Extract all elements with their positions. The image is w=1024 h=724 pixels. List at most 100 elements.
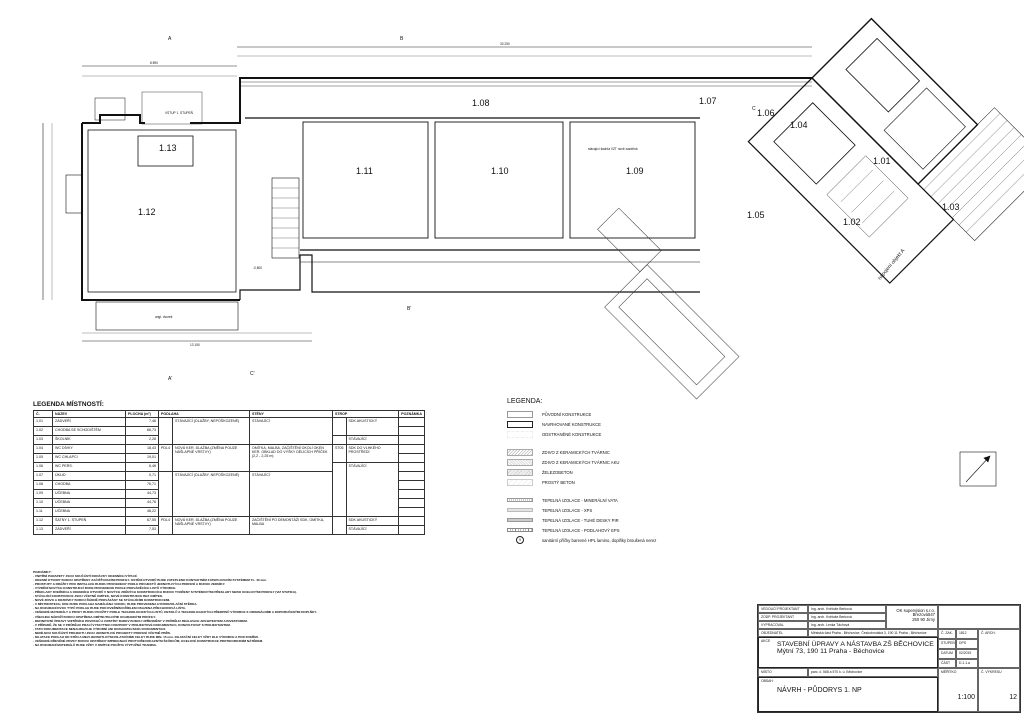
ceiling-spec: SDK AKUSTICKÝ [345, 417, 400, 436]
legend-item: TEPELNÁ IZOLACE - MINERÁLNÍ VATA [507, 495, 752, 505]
table-row: 1.13 ZÁDVEŘÍ 7,53 STÁVAJÍCÍ [33, 525, 425, 535]
date-label: DATUM [938, 649, 956, 659]
room-area: 44,73 [125, 489, 159, 499]
room-no: 1.03 [33, 435, 53, 445]
legend-item: TEPELNÁ IZOLACE - XPS [507, 505, 752, 515]
notes-line: - NOVÉ ZDIVO A DOZDÍVKY BUDOU ŘÁDNĚ PROV… [33, 598, 171, 603]
legend-item: TEPELNÁ IZOLACE - PODLAHOVÝ EPS [507, 525, 752, 535]
room-no: 1.02 [33, 426, 53, 436]
room-name: ZÁDVEŘÍ [52, 417, 126, 427]
legend-item: TEPELNÁ IZOLACE - TUHÉ DESKY PIR [507, 515, 752, 525]
floor-spec: STÁVAJÍCÍ (DLAŽBY, NEPOŠKOZENÉ) [172, 417, 250, 445]
room-name: UČEBNA [52, 489, 126, 499]
room-label-1-04: 1.04 [790, 120, 808, 130]
room-name: CHODBA SE SCHODIŠTĚM [52, 426, 126, 436]
notes-line: - VNITŘNÍ PARAPETY JSOU SOUČÁSTÍ DODÁVKY… [33, 574, 138, 579]
part: D.1.1.a [956, 659, 978, 668]
connection-label: napojení objekt A [877, 248, 907, 282]
notes-line: - DILATACE PODLAH OD STĚN A MEZI JEDNOTL… [33, 634, 259, 639]
ceiling-spec: STÁVAJÍCÍ [345, 435, 400, 445]
company-address: Březová547 [912, 612, 935, 618]
room-name: ÚKLID [52, 471, 126, 481]
ceiling-code: ST05 [331, 444, 347, 463]
legend-label: ZDIVO Z KERAMICKÝCH TVÁRNIC AKU [542, 459, 620, 465]
legend-label: PŮVODNÍ KONSTRUKCE [542, 411, 592, 417]
col-header: PLOCHA (m²) [125, 410, 159, 418]
table-row: 1.12 ŠATNY 1. STUPEŇ 67,55 PDL4 NOVÁ KER… [33, 516, 425, 535]
notes: POZNÁMKY: - VNITŘNÍ PARAPETY JSOU SOUČÁS… [33, 570, 353, 647]
room-label-1-06: 1.06 [757, 108, 775, 118]
room-label-1-08: 1.08 [472, 98, 490, 108]
legend-item: NAVRHOVANÉ KONSTRUKCE [507, 419, 752, 429]
notes-line: - NA ROZHRANÍ DVOU TYPŮ PODLAH BUDE POD … [33, 606, 186, 611]
notes-line: - PŘEKLADY DVEŘNÍCH A OKENNÍCH OTVORŮ V … [33, 590, 297, 595]
diagonal-wing-walls [747, 17, 1024, 284]
sanitary-symbol-icon: 9 [516, 536, 524, 544]
floor-spec: NOVÁ KER. DLAŽBA (ZMĚNA POUZE NÁŠLAPNÉ V… [172, 516, 250, 535]
job-no-label: Č. ZAK. [938, 629, 956, 639]
room-label-1-10: 1.10 [491, 166, 509, 176]
ceiling-spec: STÁVAJÍCÍ [345, 525, 400, 535]
room-name: WC CHLAPCI [52, 453, 126, 463]
room-legend-table: Č. NÁZEV PLOCHA (m²) PODLAHA STĚNY STROP… [33, 410, 425, 535]
ceiling-spec: SDK AKUSTICKÝ [345, 516, 400, 526]
room-area: 6,46 [125, 462, 159, 472]
notes-line: - VŠECHNA NÁROŽÍ BUDOU OPATŘENA OMÍTNUTE… [33, 614, 156, 619]
room-no: 1.01 [33, 417, 53, 427]
col-header: STROP [331, 410, 400, 418]
entrance-label: VSTUP 1. STUPEŇ [165, 111, 194, 115]
notes-line: - VÝZDĚNÍ NOVÝCH KONSTRUKCÍ BUDE PROVEDE… [33, 586, 177, 591]
room-label-1-05: 1.05 [747, 210, 765, 220]
notes-line: - VEŠKERÉ DŘEVĚNÉ PRVKY BUDOU OPATŘENY I… [33, 638, 264, 643]
legend-item: PŮVODNÍ KONSTRUKCE [507, 409, 752, 419]
legend-label: sanitární příčky barevné HPL lamino, dop… [542, 537, 657, 543]
room-area: 66,73 [125, 426, 159, 436]
room-name: ŠATNY 1. STUPEŇ [52, 516, 126, 526]
level-label: -0,800 [253, 266, 262, 270]
stage: DPS [956, 639, 978, 649]
dim-bottom: 13 150 [190, 343, 200, 347]
title-block: VEDOUCÍ PROJEKTANT Ing. arch. Květuše Be… [757, 604, 1021, 713]
section-mark-c2: C' [250, 371, 255, 377]
section-mark-c: C [752, 106, 756, 112]
notes-line: - PROSTUPY A DRÁŽKY PRO INSTALACE BUDOU … [33, 582, 226, 587]
notes-line: - V MÍSTNOSTECH, KDE BUDE PODLAHA NAMÁHÁ… [33, 602, 198, 607]
floor-code: PDL4 [158, 444, 173, 472]
legend-item: PROSTÝ BETON [507, 477, 752, 487]
legend-label: TEPELNÁ IZOLACE - MINERÁLNÍ VATA [542, 497, 618, 503]
room-area: 48,22 [125, 507, 159, 517]
drawing-content: NÁVRH - PŮDORYS 1. NP [777, 687, 862, 694]
logo-area [938, 605, 1020, 629]
lead-designer: Ing. arch. Květuše Berková [808, 605, 886, 613]
wall-spec: STÁVAJÍCÍ [248, 471, 333, 517]
room-no: 1.08 [33, 480, 53, 490]
room-no: 1.09 [33, 489, 53, 499]
place: parc. č. 568 a 570 k. ú. Běchovice [808, 668, 938, 677]
room-name: UČEBNA [52, 507, 126, 517]
room-name: WC PERS. [52, 462, 126, 472]
job-no: 1812 [956, 629, 978, 639]
legend-item: ZDIVO Z KERAMICKÝCH TVÁRNIC AKU [507, 457, 752, 467]
drawn-by-label: VYPRACOVAL [758, 621, 808, 629]
project-label: AKCE [761, 639, 771, 643]
resp-designer: Ing. arch. Květuše Berková [808, 613, 886, 621]
material-legend: LEGENDA: PŮVODNÍ KONSTRUKCE NAVRHOVANÉ K… [507, 398, 752, 545]
room-no: 1.11 [33, 507, 53, 517]
building-walls [65, 77, 812, 331]
ceiling-spec: STÁVAJÍCÍ [345, 462, 400, 517]
table-row: 1.06 WC PERS. 6,46 STÁVAJÍCÍ [33, 462, 425, 517]
room-no: 1.10 [33, 498, 53, 508]
floor-code: PDL4 [158, 516, 173, 535]
legend-title: LEGENDA: [507, 398, 543, 405]
room-label-1-09: 1.09 [626, 166, 644, 176]
legend-label: ODSTRANĚNÉ KONSTRUKCE [542, 431, 602, 437]
legend-label: TEPELNÁ IZOLACE - PODLAHOVÝ EPS [542, 527, 620, 533]
project-address: Mýtní 73, 190 11 Praha - Běchovice [777, 648, 885, 655]
room-label-1-01: 1.01 [873, 156, 891, 166]
stage-label: STUPEŇ [938, 639, 956, 649]
room-area: 44,76 [125, 498, 159, 508]
room-name: ŠKOLNÍK [52, 435, 126, 445]
room-area: 0,71 [125, 471, 159, 481]
project-title: STAVEBNÍ ÚPRAVY A NÁSTAVBA ZŠ BĚCHOVICE [777, 641, 934, 648]
room-label-1-11: 1.11 [356, 166, 373, 176]
